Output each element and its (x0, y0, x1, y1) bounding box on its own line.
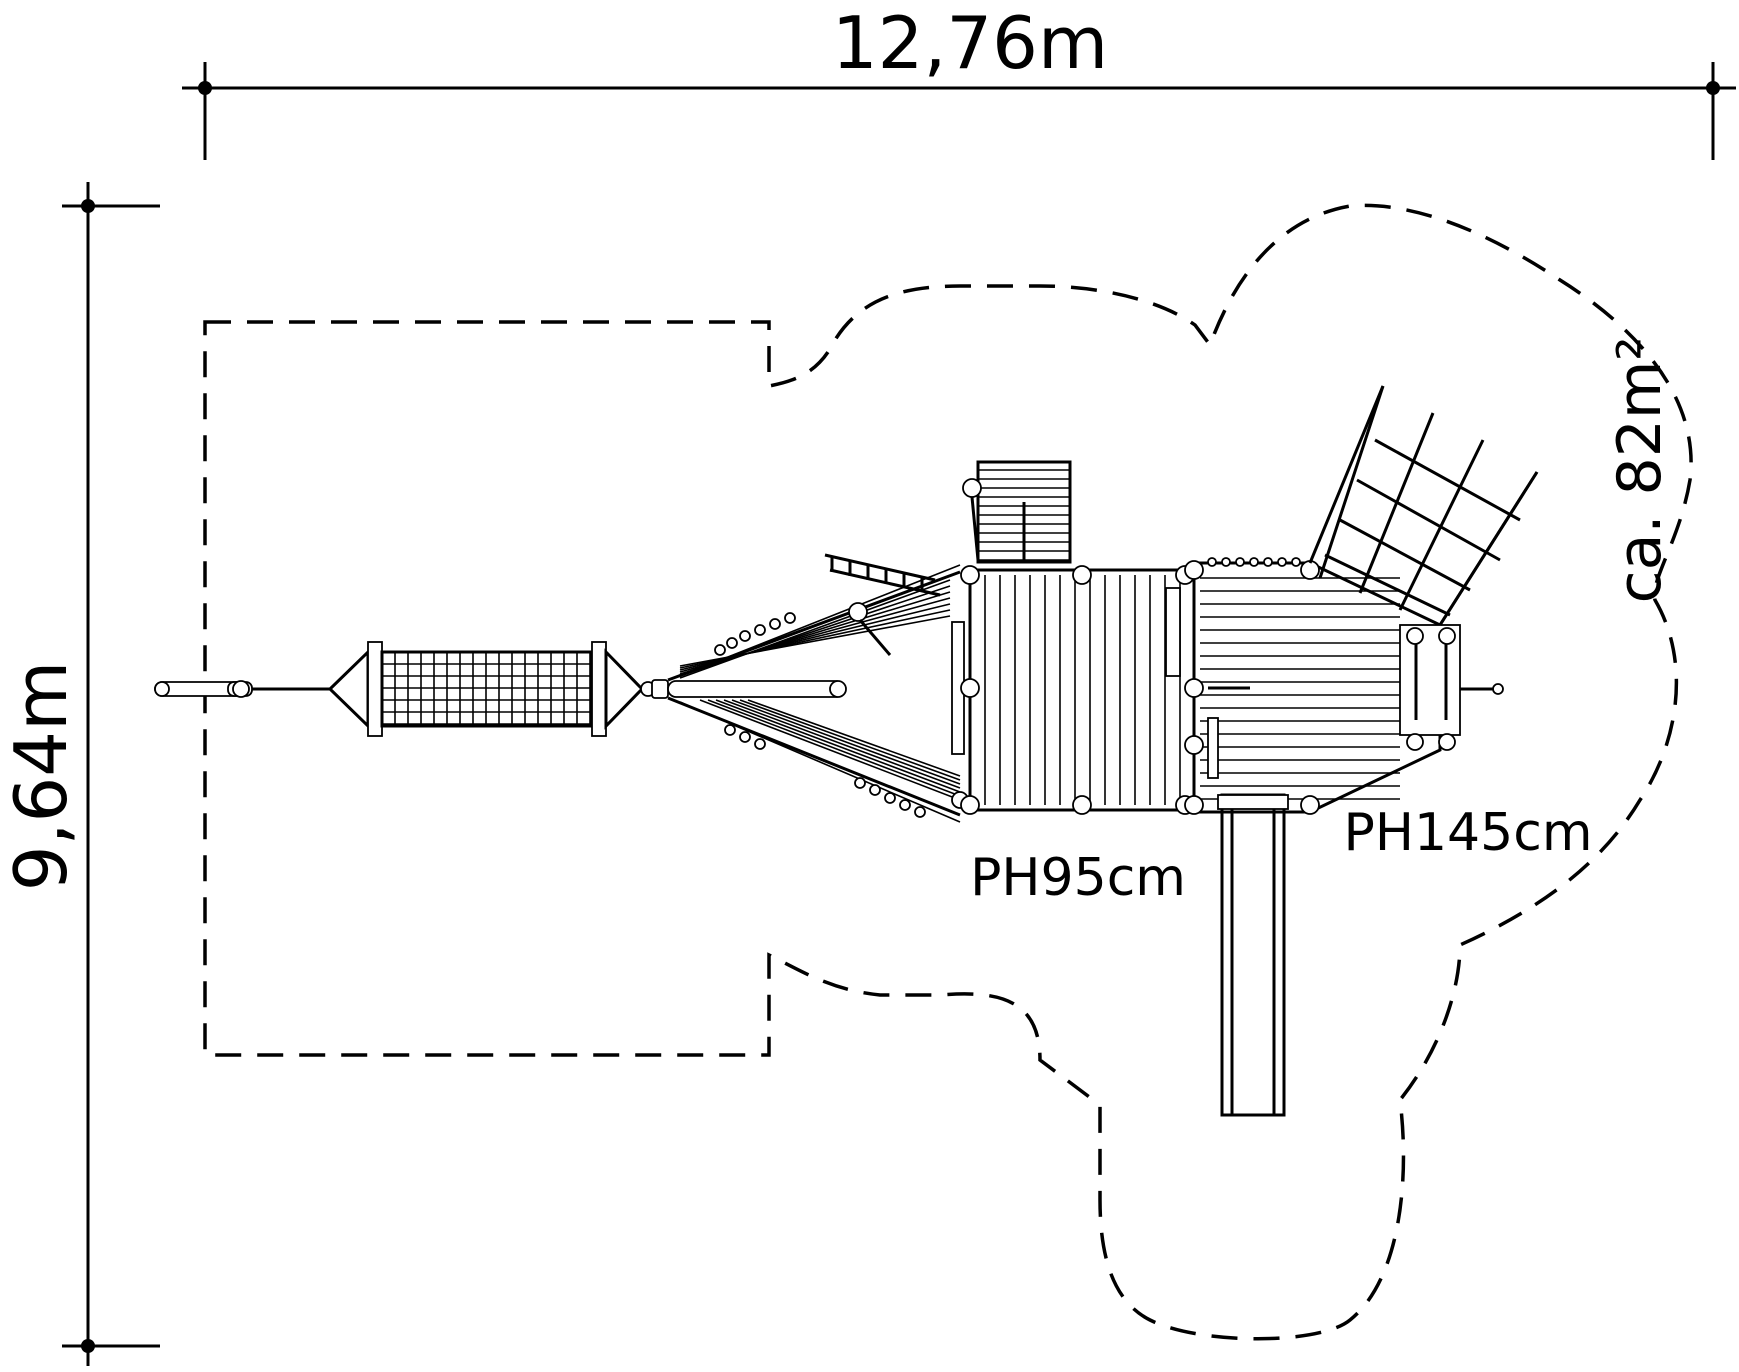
low-platform-label: PH95cm (970, 848, 1186, 908)
area-label: ca. 82m² (1605, 337, 1675, 604)
swing-rod (154, 680, 330, 698)
height-dimension (62, 182, 160, 1366)
width-dimension (182, 62, 1736, 160)
climbing-wall (962, 460, 1072, 564)
rope-ladder (824, 553, 941, 597)
high-platform-label: PH145cm (1344, 803, 1593, 863)
height-label: 9,64m (0, 661, 83, 891)
width-label: 12,76m (832, 1, 1108, 85)
high-platform (1165, 557, 1504, 815)
rope-knots (714, 612, 926, 818)
low-platform (951, 565, 1196, 815)
slide (1217, 793, 1289, 1117)
net-tunnel (327, 641, 669, 737)
hammock-ropes (679, 579, 969, 809)
safety-zone-outline (203, 203, 1693, 1341)
cargo-net (1308, 385, 1539, 626)
